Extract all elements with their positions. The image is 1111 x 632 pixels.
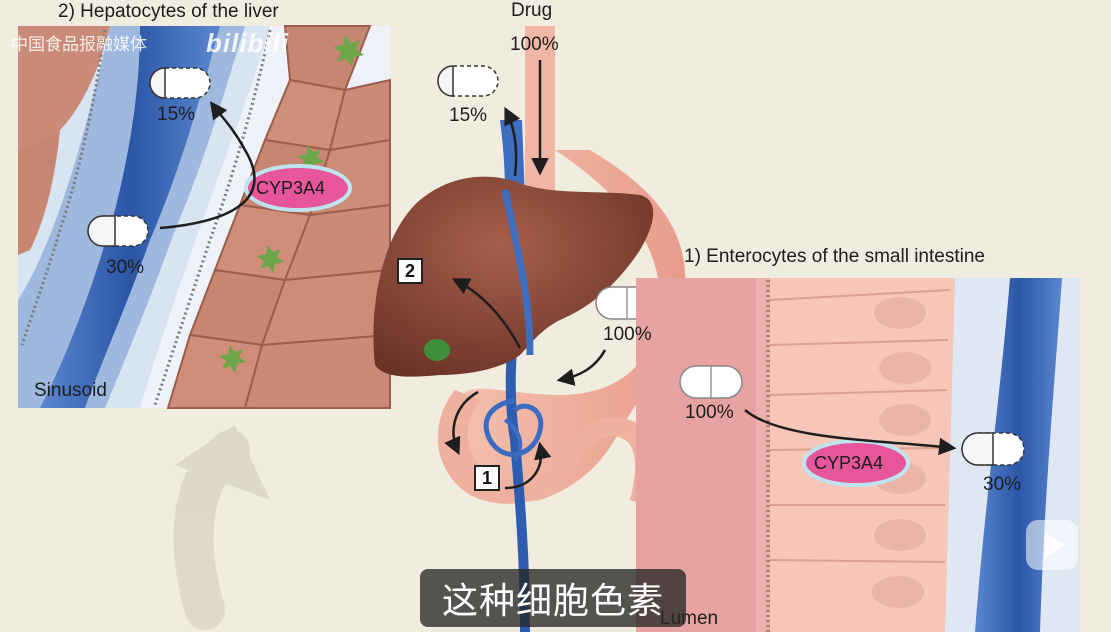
video-subtitle: 这种细胞色素 [420,569,686,627]
arrow-icon [744,409,957,456]
liver-cyp3a4-label: CYP3A4 [256,178,326,198]
arrow-icon [504,441,552,490]
intestine-output-percent: 30% [983,474,1022,495]
liver-lower-percent: 30% [106,257,145,278]
intestine-input-percent: 100% [685,402,734,423]
intestine-cyp3a4-ellipse [802,439,910,487]
liver-panel-title: 2) Hepatocytes of the liver [58,1,279,22]
platform-watermark: bilibili [206,28,290,58]
intestine-inset-panel [636,278,1080,632]
drug-percent: 100% [510,34,559,55]
sinusoid-label: Sinusoid [34,380,107,401]
arrow-icon [159,101,256,230]
capsule-icon [437,65,499,97]
channel-watermark: 中国食品报融媒体 [11,35,147,54]
arrow-icon [556,349,607,386]
portal-percent: 15% [449,105,488,126]
intestine-panel-title: 1) Enterocytes of the small intestine [684,246,985,267]
step-2-badge: 2 [397,258,423,284]
liver-upper-percent: 15% [157,104,196,125]
play-icon[interactable] [1026,520,1078,570]
capsule-icon [679,365,743,399]
liver-inset-panel [18,25,391,409]
step-1-badge: 1 [474,465,500,491]
capsule-icon [149,67,211,99]
center-organs [373,26,686,632]
play-button[interactable] [1026,520,1078,570]
background-return-arrow [173,425,270,630]
liver-cyp3a4-ellipse [244,164,352,212]
intestine-cyp3a4-label: CYP3A4 [814,453,884,473]
arrow-icon [451,278,522,349]
capsule-icon [961,432,1025,466]
stomach-percent: 100% [603,324,652,345]
drug-label: Drug [511,0,553,21]
capsule-icon [87,215,149,247]
arrow-icon [444,390,479,456]
arrow-icon [504,106,521,177]
